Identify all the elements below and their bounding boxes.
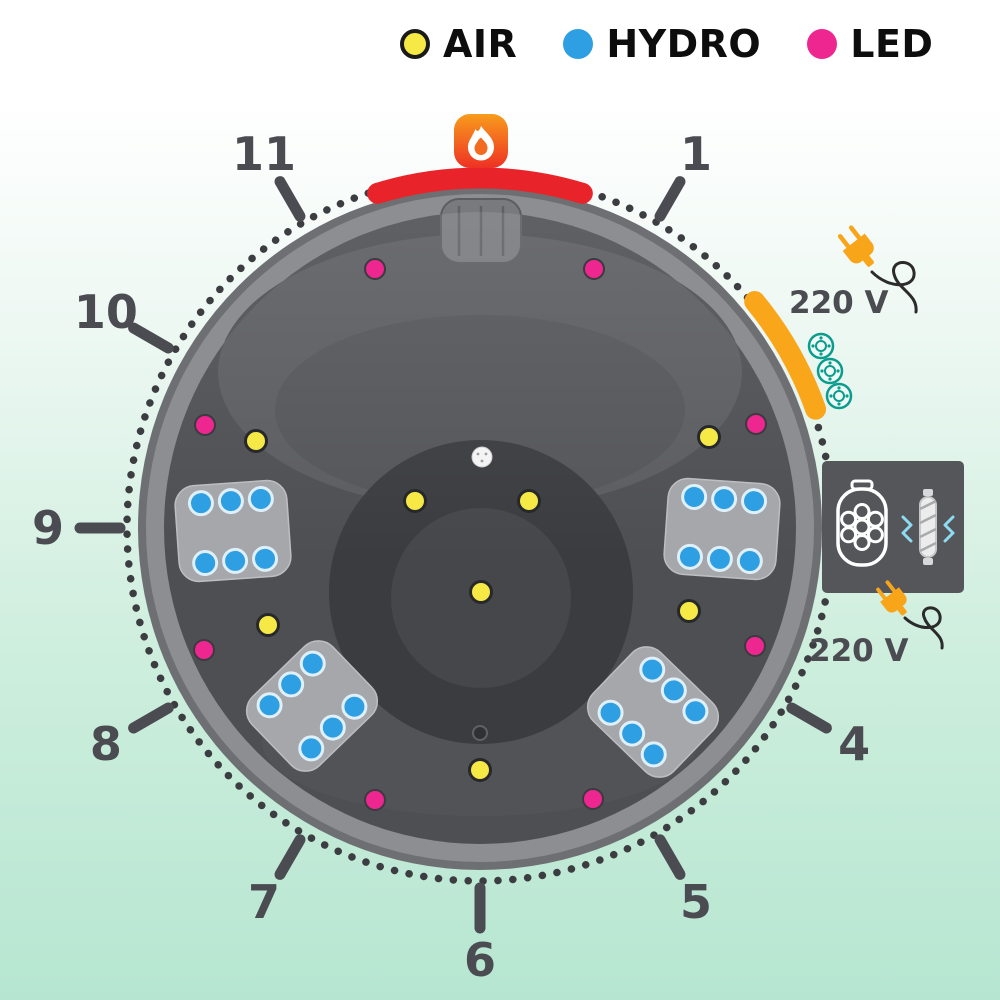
hydro-jet-dot (247, 485, 274, 512)
air-jet-dot (517, 489, 541, 513)
hydro-jet-dot (252, 545, 279, 572)
hydro-jet-pads (174, 477, 781, 778)
plug-icon (876, 580, 907, 616)
led-light-dot (194, 414, 216, 436)
equipment-box (822, 461, 964, 593)
led-dot-icon (807, 29, 838, 59)
massage-jet-icon (807, 332, 835, 360)
jet-pad-surface (245, 640, 379, 772)
hydro-jet-dot (640, 741, 667, 768)
hydro-jet-dot (298, 735, 325, 762)
hydro-jet-dot (597, 699, 624, 726)
air-jet-dot (468, 758, 492, 782)
hydro-jet-pad-3 (245, 640, 379, 772)
power-arc (744, 291, 827, 420)
led-light-dot (364, 258, 386, 280)
led-light-dot (744, 635, 766, 657)
jet-and-light-dots (193, 258, 767, 811)
clock-number-9: 9 (31, 501, 65, 555)
legend-label-hydro: HYDRO (606, 22, 762, 66)
zone-arcs (367, 167, 827, 420)
clock-tick-8 (128, 702, 174, 734)
clock-number-7: 7 (247, 875, 281, 930)
hydro-jet-dot (319, 714, 346, 741)
plug-cord (870, 261, 918, 314)
hydro-jet-dot (741, 488, 768, 515)
hydro-jet-dot (192, 550, 219, 577)
clock-tick-5 (654, 834, 686, 880)
jet-pad-surface (586, 646, 720, 778)
led-light-dot (745, 413, 767, 435)
hydro-jet-pad-4 (586, 646, 720, 778)
legend-item-hydro: HYDRO (563, 22, 761, 66)
air-jet-dot (256, 613, 280, 637)
hydro-jet-dot (736, 548, 763, 575)
legend-item-air: AIR (400, 22, 517, 66)
led-light-dot (582, 788, 604, 810)
clock-tick-10 (128, 322, 174, 354)
legend-label-air: AIR (443, 22, 518, 66)
air-jet-dot (403, 489, 427, 513)
air-jet-dot (244, 429, 268, 453)
clock-tick-11 (274, 176, 306, 222)
led-light-dot (364, 789, 386, 811)
hydro-jet-dot (660, 677, 687, 704)
hydro-jet-dot (676, 543, 703, 570)
hydro-jet-dot (706, 545, 733, 572)
uv-lamp-icon (901, 489, 955, 565)
clock-tick-7 (274, 834, 306, 880)
clock-number-10: 10 (73, 285, 138, 339)
legend-item-led: LED (807, 22, 933, 66)
equipment-box-panel (822, 461, 964, 593)
hydro-jet-dot (341, 693, 368, 720)
led-light-dot (193, 639, 215, 661)
flame-icon (454, 114, 508, 168)
clock-number-8: 8 (89, 717, 122, 771)
hydro-jet-dot (217, 488, 244, 515)
hydro-jet-pad-1 (174, 479, 292, 583)
pump-icon (836, 479, 888, 567)
air-jet-dot (697, 425, 721, 449)
power-plug-top (837, 225, 918, 314)
led-light-dot (583, 258, 605, 280)
hydro-jet-dot (187, 490, 214, 517)
power-label-bottom: 220 V (809, 633, 909, 669)
hydro-jet-dot (299, 650, 326, 677)
massage-jet-icon (816, 357, 844, 385)
massage-jet-icon (825, 382, 853, 410)
clock-number-5: 5 (679, 875, 713, 930)
hydro-jet-dot (682, 698, 709, 725)
legend-label-led: LED (850, 22, 934, 66)
clock-ticks (74, 176, 832, 934)
air-jet-dot (469, 580, 493, 604)
air-dot-icon (400, 29, 430, 59)
hydro-jet-dot (222, 547, 249, 574)
hydro-dot-icon (563, 29, 594, 59)
hydro-jet-dot (711, 486, 738, 513)
side-massage-jets (807, 332, 853, 410)
hydro-jet-dot (681, 483, 708, 510)
legend: AIR HYDRO LED (400, 22, 933, 66)
heater-arc (367, 167, 593, 204)
hydro-jet-pad-2 (663, 477, 781, 581)
clock-tick-4 (786, 702, 832, 734)
hydro-jet-dot (619, 720, 646, 747)
plug-cord (903, 606, 944, 650)
clock-tick-1 (654, 176, 686, 222)
clock-number-6: 6 (463, 933, 497, 987)
power-plug-bottom (876, 580, 944, 650)
hydro-jet-dot (278, 671, 305, 698)
clock-number-11: 11 (231, 126, 297, 181)
clock-number-1: 1 (679, 126, 713, 181)
plug-icon (837, 225, 874, 267)
hydro-jet-dot (256, 692, 283, 719)
air-jet-dot (677, 599, 701, 623)
clock-number-4: 4 (838, 717, 871, 771)
hydro-jet-dot (639, 656, 666, 683)
power-label-top: 220 V (789, 285, 889, 321)
